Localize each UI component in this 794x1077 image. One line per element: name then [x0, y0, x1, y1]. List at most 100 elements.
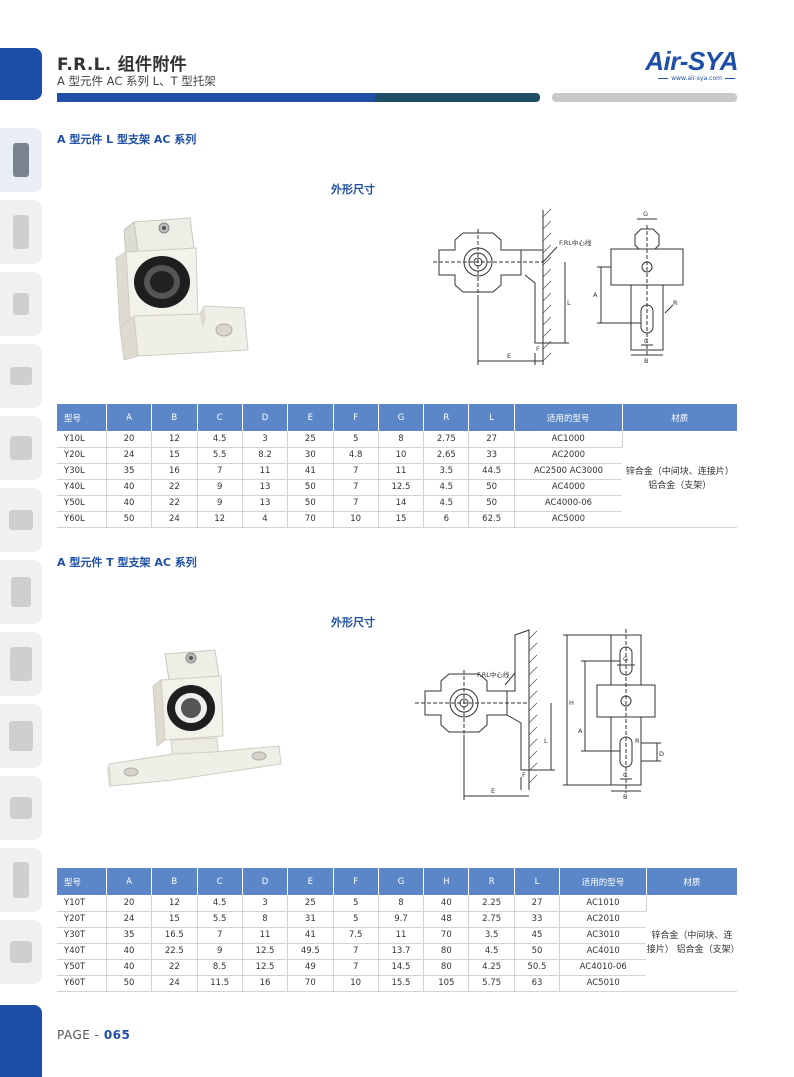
table-cell: 7 [333, 959, 379, 976]
material-line: 接片） 铝合金（支架） [646, 944, 740, 955]
page-title: F.R.L. 组件附件 [57, 55, 187, 75]
material-line: 铝合金（支架） [648, 480, 712, 491]
side-tab-valve[interactable] [0, 416, 42, 480]
table-cell: 30 [287, 447, 334, 464]
table-cell: 50.5 [514, 959, 561, 976]
cylinder-icon [10, 647, 32, 681]
table-cell: 11 [242, 927, 289, 944]
table-cell: 16 [242, 975, 289, 992]
t-label-R: R [635, 737, 640, 745]
t-bracket-product-image [107, 649, 282, 788]
col-header: R [468, 868, 515, 895]
col-header: B [151, 868, 198, 895]
table-cell: 9 [197, 943, 243, 960]
table-cell: 25 [287, 895, 334, 912]
table-cell: 13 [242, 495, 289, 512]
t-label-D: D [659, 750, 664, 758]
side-tab-solenoid[interactable] [0, 488, 42, 552]
manifold-icon [9, 721, 33, 751]
table-cell: Y40T [57, 943, 107, 960]
logo-text: Air-SYA [645, 46, 738, 76]
actuator-icon [11, 577, 31, 607]
table-cell: 7 [333, 943, 379, 960]
l-label-F: F [536, 345, 540, 353]
l-bracket-product-image [115, 217, 249, 360]
table-cell: 44.5 [468, 463, 515, 480]
t-label-F: F [522, 771, 526, 779]
side-tab-fitting[interactable] [0, 344, 42, 408]
dims-title-l-bracket: 外形尺寸 [331, 183, 375, 196]
side-tab-silencer[interactable] [0, 848, 42, 912]
side-tab-filter-regulator[interactable] [0, 128, 42, 192]
table-cell: 80 [423, 943, 470, 960]
brand-logo: Air-SYA www.air-sya.com [640, 46, 738, 82]
col-header: 型号 [57, 868, 107, 895]
col-header: G [378, 868, 425, 895]
material-cell: 锌合金（中间块、连接片） 铝合金（支架） [646, 895, 740, 992]
table-cell: AC5010 [559, 975, 647, 992]
col-header: 材质 [646, 868, 737, 895]
table-cell: 48 [423, 911, 470, 928]
table-cell: 40 [106, 479, 153, 496]
t-label-B: B [623, 793, 627, 801]
side-tab-actuator[interactable] [0, 560, 42, 624]
table-cell: AC4000 [514, 479, 623, 496]
side-tab-accessory[interactable] [0, 920, 42, 984]
t-label-G: G [623, 655, 628, 663]
table-cell: 12 [151, 431, 198, 448]
table-cell: 50 [468, 495, 515, 512]
t-label-C: C [623, 771, 628, 779]
col-header: C [197, 868, 243, 895]
header-bar-dark [375, 93, 540, 102]
silencer-icon [13, 862, 29, 898]
table-cell: 40 [423, 895, 470, 912]
side-tab-filter[interactable] [0, 200, 42, 264]
col-header: G [378, 404, 425, 431]
table-cell: 49.5 [287, 943, 334, 960]
side-tab-connector[interactable] [0, 776, 42, 840]
connector-icon [10, 797, 32, 819]
table-cell: 40 [106, 943, 153, 960]
material-line: 锌合金（中间块、连接片） [625, 466, 734, 477]
page-number-value: 065 [103, 1028, 131, 1042]
table-cell: 7 [333, 479, 379, 496]
table-cell: 4 [242, 511, 289, 528]
table-cell: AC2010 [559, 911, 647, 928]
table-cell: 13.7 [378, 943, 425, 960]
table-cell: 33 [514, 911, 561, 928]
table-header-row: 型号 A B C D E F G R L 适用的型号 材质 [57, 404, 737, 431]
fitting-icon [10, 367, 32, 385]
side-tab-cylinder[interactable] [0, 632, 42, 696]
table-cell: 41 [287, 463, 334, 480]
side-tab-regulator[interactable] [0, 272, 42, 336]
table-header-row: 型号 A B C D E F G H R L 适用的型号 材质 [57, 868, 737, 895]
filter-regulator-icon [13, 143, 29, 177]
side-tab-manifold[interactable] [0, 704, 42, 768]
table-cell: 27 [514, 895, 561, 912]
t-bracket-dimension-drawing: F.RL中心线 L E F G H A R D C B [415, 629, 664, 801]
table-cell: 50 [514, 943, 561, 960]
table-cell: 6 [423, 511, 470, 528]
table-cell: Y60L [57, 511, 107, 528]
section-title-l-bracket: A 型元件 L 型支架 AC 系列 [57, 133, 197, 146]
table-cell: 22 [151, 959, 198, 976]
table-cell: 3.5 [423, 463, 470, 480]
col-header: L [514, 868, 561, 895]
col-header: B [151, 404, 198, 431]
l-label-R: R [673, 299, 678, 307]
logo-url: www.air-sya.com [640, 75, 738, 82]
table-cell: AC3010 [559, 927, 647, 944]
table-cell: 70 [287, 511, 334, 528]
table-cell: 50 [287, 479, 334, 496]
table-cell: 40 [106, 959, 153, 976]
table-cell: 62.5 [468, 511, 515, 528]
col-header: 适用的型号 [514, 404, 623, 431]
table-cell: 22 [151, 479, 198, 496]
col-header: F [333, 868, 379, 895]
table-cell: AC2500 AC3000 [514, 463, 623, 480]
table-cell: 16 [151, 463, 198, 480]
